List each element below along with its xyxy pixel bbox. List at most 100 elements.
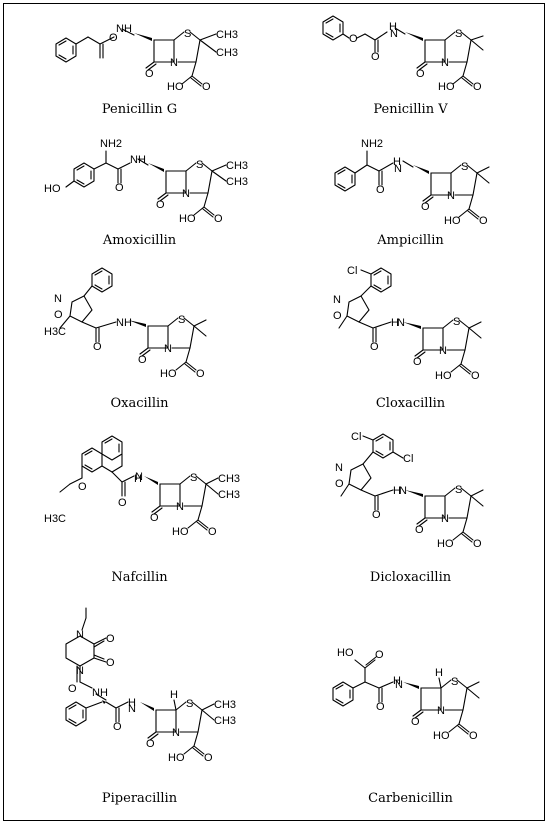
cell-oxacillin: N O H3C O NH O N S O HO Oxacillin xyxy=(4,262,275,417)
atom-label: CH3 xyxy=(214,699,236,711)
atom-label: N xyxy=(439,345,447,357)
structure-amoxicillin: HO NH2 O NH O N S CH3 CH3 O HO xyxy=(4,129,275,234)
atom-label: N xyxy=(182,188,190,200)
atom-label: N xyxy=(135,471,143,483)
atom-label: O xyxy=(204,752,213,764)
atom-label: H xyxy=(393,675,401,687)
caption-penicillin-v: Penicillin V xyxy=(373,102,448,117)
atom-label: O xyxy=(415,524,424,536)
atom-label: CH3 xyxy=(226,176,248,188)
atom-label: S xyxy=(461,161,468,173)
atom-label: O xyxy=(109,32,118,44)
atom-label: HO xyxy=(433,730,450,742)
atom-label: N xyxy=(441,513,449,525)
atom-label: O xyxy=(93,341,102,353)
atom-label: N xyxy=(164,343,172,355)
atom-label: S xyxy=(196,159,203,171)
structure-carbenicillin: HO O O H N H O N S O HO xyxy=(275,604,546,794)
atom-label: N xyxy=(333,294,341,306)
atom-label: H xyxy=(128,697,136,709)
atom-label: O xyxy=(479,215,488,227)
atom-label: CH3 xyxy=(218,489,240,501)
atom-label: O xyxy=(371,51,380,63)
atom-label: HO xyxy=(435,370,452,382)
atom-label: O xyxy=(202,81,211,93)
atom-label: N xyxy=(172,727,180,739)
atom-label: O xyxy=(214,213,223,225)
cell-cloxacillin: Cl N O O H N O N S O HO Cloxacillin xyxy=(275,262,546,417)
atom-label: O xyxy=(115,182,124,194)
atom-label: HO xyxy=(172,526,189,538)
structure-piperacillin: N O O N O NH O H N H O N S CH3 CH3 O HO xyxy=(4,604,275,794)
atom-label: S xyxy=(184,28,191,40)
cell-nafcillin: O H3C O H N O N S CH3 CH3 O HO Nafcillin xyxy=(4,432,275,592)
atom-label: O xyxy=(150,512,159,524)
atom-label: CH3 xyxy=(218,473,240,485)
atom-label: O xyxy=(156,199,165,211)
atom-label: HO xyxy=(437,538,454,550)
atom-label: CH3 xyxy=(216,47,238,59)
caption-cloxacillin: Cloxacillin xyxy=(375,396,446,411)
structure-oxacillin: N O H3C O NH O N S O HO xyxy=(4,262,275,397)
atom-label: H xyxy=(393,485,401,497)
atom-label: N xyxy=(397,317,405,329)
atom-label: O xyxy=(78,481,87,493)
atom-label: O xyxy=(471,370,480,382)
cell-carbenicillin: HO O O H N H O N S O HO Carbenicillin xyxy=(275,604,546,820)
cell-penicillin-v: O O H N O N S O HO Penicillin V xyxy=(275,4,546,164)
atom-label: H3C xyxy=(44,326,66,338)
atom-label: N xyxy=(170,57,178,69)
atom-label: O xyxy=(375,649,384,661)
atom-label: N xyxy=(390,28,398,40)
atom-label: O xyxy=(54,309,63,321)
atom-label: HO xyxy=(179,213,196,225)
atom-label: S xyxy=(453,316,460,328)
atom-label: O xyxy=(335,478,344,490)
atom-label: HO xyxy=(438,81,455,93)
atom-label: N xyxy=(394,163,402,175)
atom-label: O xyxy=(145,68,154,80)
structure-penicillin-g: O NH O N S CH3 CH3 O HO xyxy=(4,4,275,104)
atom-label: H xyxy=(435,667,443,679)
atom-label: O xyxy=(196,368,205,380)
atom-label: S xyxy=(455,28,462,40)
atom-label: CH3 xyxy=(216,29,238,41)
structure-dicloxacillin: Cl Cl N O O H N O N S O HO xyxy=(275,432,546,567)
atom-label: N xyxy=(399,485,407,497)
atom-label: N xyxy=(437,705,445,717)
atom-label: H xyxy=(393,156,401,168)
atom-label: NH2 xyxy=(361,138,383,150)
atom-label: N xyxy=(441,57,449,69)
atom-label: S xyxy=(455,484,462,496)
atom-label: O xyxy=(372,509,381,521)
caption-nafcillin: Nafcillin xyxy=(111,570,168,585)
atom-label: H xyxy=(391,317,399,329)
atom-label: Cl xyxy=(347,265,357,277)
atom-label: NH2 xyxy=(100,138,122,150)
atom-label: HO xyxy=(337,647,354,659)
atom-label: O xyxy=(411,716,420,728)
atom-label: O xyxy=(376,184,385,196)
cell-ampicillin: NH2 O H N O N S O HO Ampicillin xyxy=(275,129,546,259)
atom-label: HO xyxy=(160,368,177,380)
atom-label: CH3 xyxy=(214,715,236,727)
atom-label: NH xyxy=(116,23,132,35)
atom-label: N xyxy=(76,665,84,677)
atom-label: CH3 xyxy=(226,160,248,172)
cell-penicillin-g: O NH O N S CH3 CH3 O HO Penicillin G xyxy=(4,4,275,164)
atom-label: HO xyxy=(44,183,61,195)
atom-label: O xyxy=(106,657,115,669)
caption-amoxicillin: Amoxicillin xyxy=(102,233,177,248)
atom-label: O xyxy=(370,341,379,353)
atom-label: O xyxy=(349,33,358,45)
cell-dicloxacillin: Cl Cl N O O H N O N S O HO Dicloxacillin xyxy=(275,432,546,592)
atom-label: S xyxy=(451,676,458,688)
atom-label: O xyxy=(473,538,482,550)
atom-label: N xyxy=(395,679,403,691)
atom-label: H3C xyxy=(44,513,66,525)
structure-nafcillin: O H3C O H N O N S CH3 CH3 O HO xyxy=(4,432,275,567)
atom-label: O xyxy=(118,497,127,509)
atom-label: NH xyxy=(130,154,146,166)
atom-label: N xyxy=(335,462,343,474)
atom-label: NH xyxy=(116,317,132,329)
